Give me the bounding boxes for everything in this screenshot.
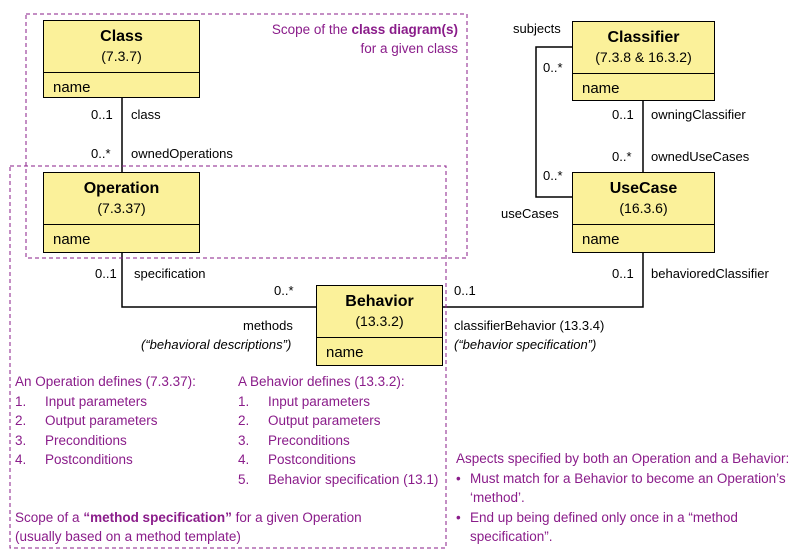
list-item: ‘method’. (470, 490, 525, 505)
method-scope-prefix: Scope of a (15, 510, 84, 525)
usecase-box[interactable]: UseCase (16.3.6) name (572, 172, 715, 253)
list-item: 3.Preconditions (238, 432, 350, 448)
operation-section: (7.3.37) (97, 200, 146, 216)
behaviored-classifier-role-label: behavioredClassifier (651, 266, 769, 281)
usecases-multiplicity: 0..* (543, 168, 563, 183)
behavior-section: (13.3.2) (355, 313, 404, 329)
operation-attribute: name (53, 231, 91, 248)
operation-behavior-association (121, 252, 316, 308)
method-scope-bold: “method specification” (83, 510, 232, 525)
classifier-title: Classifier (607, 29, 680, 46)
class-scope-line2: for a given class (360, 41, 458, 56)
usecase-attribute: name (582, 231, 620, 248)
class-multiplicity: 0..1 (91, 107, 113, 122)
list-item: 4.Postconditions (15, 452, 133, 467)
methods-role-label: methods (243, 318, 293, 333)
subjects-multiplicity: 0..* (543, 60, 563, 75)
operation-defines-list: An Operation defines (7.3.37): 1.Input p… (15, 372, 230, 470)
usecase-box-header: UseCase (16.3.6) (573, 173, 714, 225)
method-specification-scope-caption: Scope of a “method specification” for a … (15, 508, 362, 546)
subjects-usecases-association (535, 46, 572, 198)
methods-note: (“behavioral descriptions”) (141, 337, 292, 352)
owned-operations-role-label: ownedOperations (131, 146, 233, 161)
operation-title: Operation (83, 180, 160, 197)
class-diagram-scope-caption: Scope of the class diagram(s) for a give… (272, 20, 458, 58)
behavior-defines-list: A Behavior defines (13.3.2): 1.Input par… (238, 372, 443, 489)
class-scope-bold: class diagram(s) (351, 22, 458, 37)
class-diagram-scope-frame (25, 13, 468, 259)
usecase-section: (16.3.6) (619, 200, 668, 216)
list-item: specification”. (470, 529, 553, 544)
class-box[interactable]: Class (7.3.7) name (43, 20, 200, 98)
behavior-attribute: name (326, 344, 364, 361)
behavior-box[interactable]: Behavior (13.3.2) name (316, 285, 443, 366)
list-item: 2.Output parameters (15, 413, 158, 428)
method-scope-line2: (usually based on a method template) (15, 529, 241, 544)
behaviored-classifier-multiplicity: 0..1 (612, 266, 634, 281)
behavior-title: Behavior (345, 293, 414, 310)
subjects-role-label: subjects (513, 21, 561, 36)
classifier-section: (7.3.8 & 16.3.2) (595, 49, 692, 65)
classifier-behavior-note: (“behavior specification”) (454, 337, 597, 352)
operation-defines-title: An Operation defines (7.3.37): (15, 374, 196, 389)
behavior-usecase-association (443, 252, 644, 308)
list-item: 1.Input parameters (238, 393, 371, 409)
method-scope-suffix: for a given Operation (231, 510, 362, 525)
class-scope-prefix: Scope of the (271, 22, 352, 37)
list-item: 3.Preconditions (15, 432, 127, 448)
list-item: 2.Output parameters (238, 413, 381, 428)
methods-multiplicity: 0..* (274, 283, 294, 298)
owning-classifier-multiplicity: 0..1 (612, 107, 634, 122)
aspects-note: Aspects specified by both an Operation a… (456, 449, 789, 547)
classifier-attribute: name (582, 80, 620, 97)
class-section: (7.3.7) (101, 48, 142, 64)
classifier-box[interactable]: Classifier (7.3.8 & 16.3.2) name (572, 21, 715, 101)
classifier-box-header: Classifier (7.3.8 & 16.3.2) (573, 22, 714, 74)
class-box-header: Class (7.3.7) (44, 21, 199, 73)
usecase-title: UseCase (609, 180, 678, 197)
class-attribute: name (53, 79, 91, 96)
owned-usecases-role-label: ownedUseCases (651, 149, 750, 164)
list-item: 4.Postconditions (238, 452, 356, 467)
list-item: 5.Behavior specification (13.1) (238, 471, 439, 487)
usecases-role-label: useCases (501, 206, 559, 221)
aspects-title: Aspects specified by both an Operation a… (456, 451, 790, 466)
owning-classifier-role-label: owningClassifier (651, 107, 746, 122)
method-specification-scope-frame (9, 165, 447, 549)
specification-multiplicity: 0..1 (95, 266, 117, 281)
list-item: •End up being defined only once in a “me… (456, 509, 738, 525)
list-item: •Must match for a Behavior to become an … (456, 470, 786, 486)
specification-role-label: specification (134, 266, 206, 281)
list-item: 1.Input parameters (15, 393, 148, 409)
classifier-behavior-multiplicity: 0..1 (454, 283, 476, 298)
operation-box-header: Operation (7.3.37) (44, 173, 199, 225)
owned-operations-multiplicity: 0..* (91, 146, 111, 161)
operation-box[interactable]: Operation (7.3.37) name (43, 172, 200, 253)
classifier-behavior-role-label: classifierBehavior (13.3.4) (454, 318, 605, 333)
owned-usecases-multiplicity: 0..* (612, 149, 632, 164)
behavior-box-header: Behavior (13.3.2) (317, 286, 442, 338)
class-role-label: class (131, 107, 161, 122)
behavior-defines-title: A Behavior defines (13.3.2): (238, 374, 405, 389)
class-title: Class (100, 28, 143, 45)
